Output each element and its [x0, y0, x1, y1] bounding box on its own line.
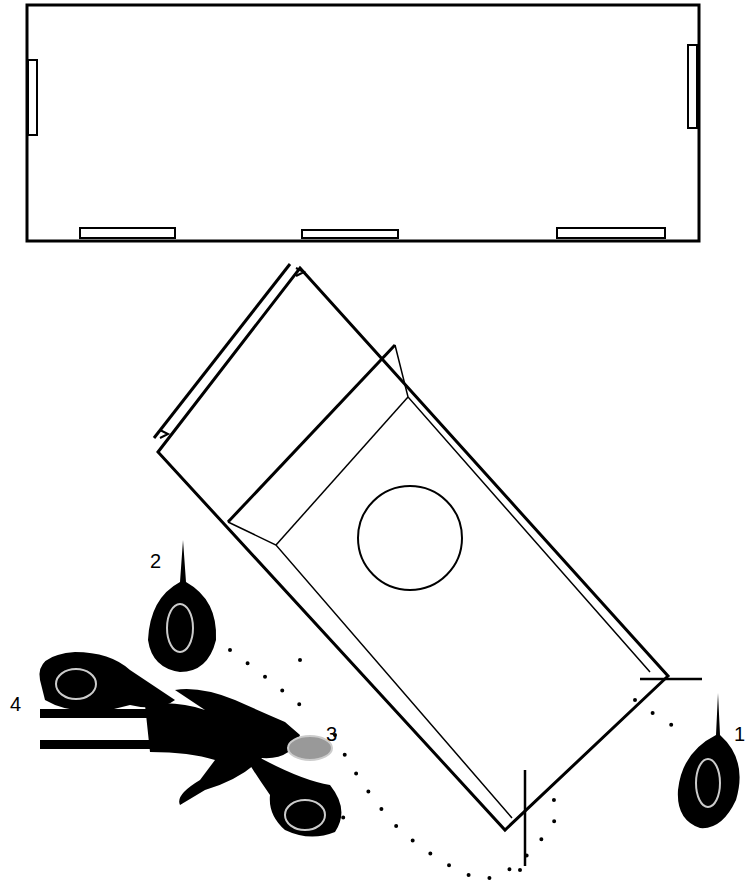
callout-number: 2: [150, 551, 161, 571]
building: [27, 5, 699, 241]
trail-dots: [230, 650, 690, 885]
callout-number: 3: [326, 724, 337, 744]
evidence-markers: [148, 540, 740, 828]
body-figure: [39, 652, 341, 837]
callout-number: 4: [10, 694, 21, 714]
callout-number: 1: [734, 724, 745, 744]
